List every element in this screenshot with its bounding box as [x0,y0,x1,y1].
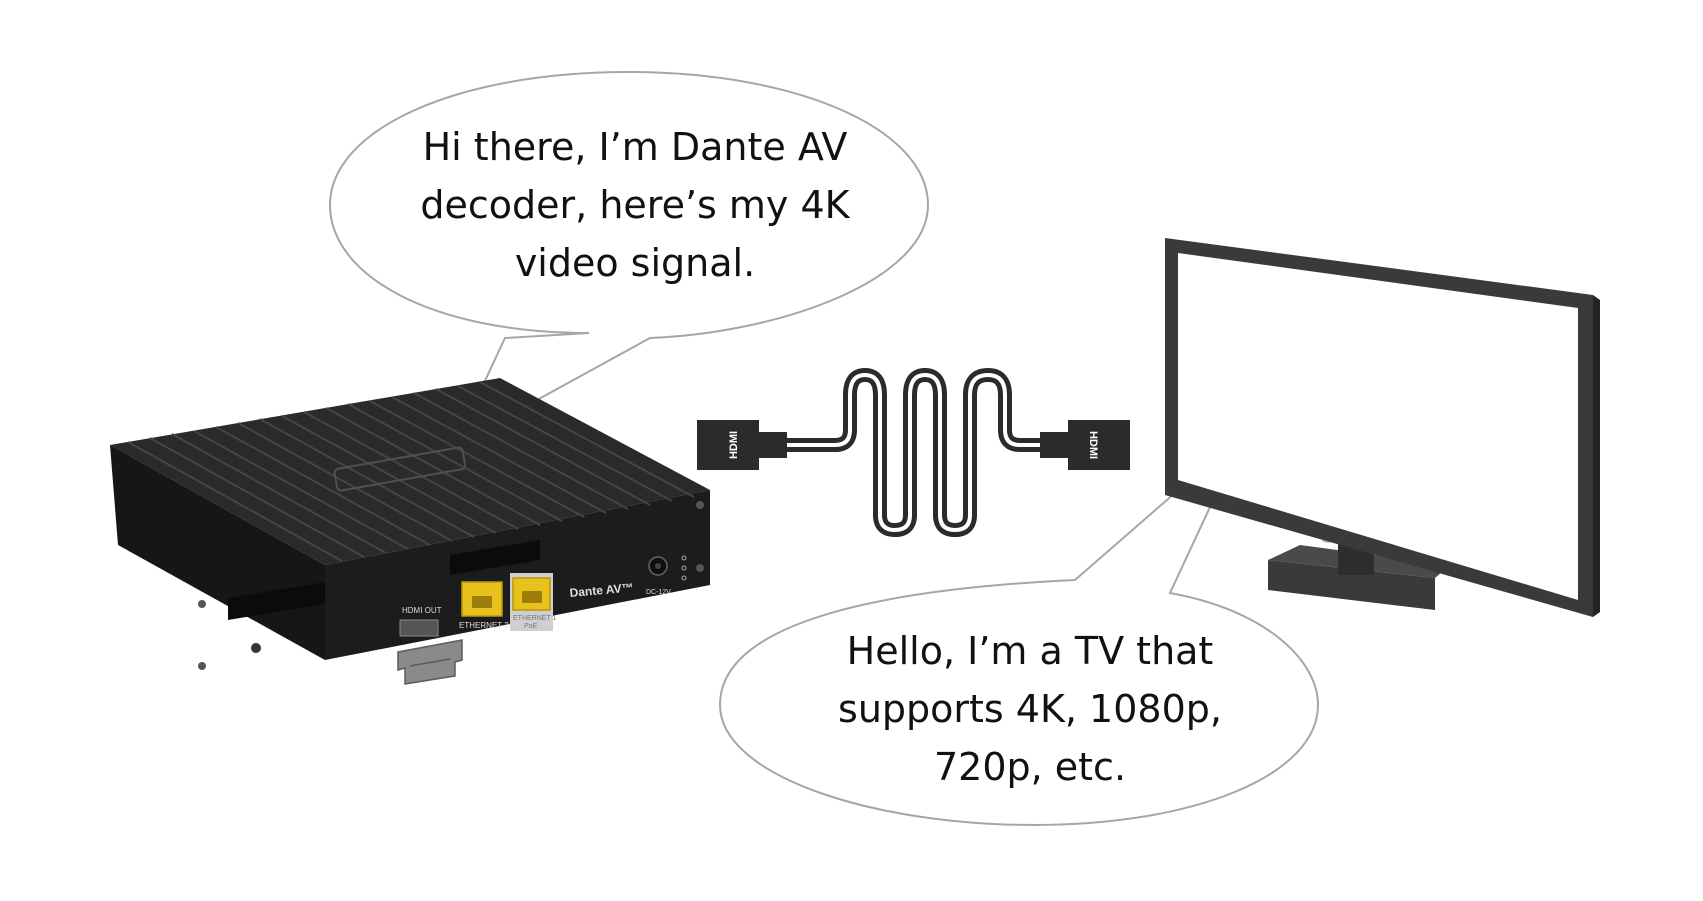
tv-stand-base [1268,560,1435,610]
dc-power-label: DC-12V [646,589,671,596]
decoder-bubble-line-1: Hi there, I’m Dante AV [422,125,848,169]
decoder-bubble-text: Hi there, I’m Dante AV decoder, here’s m… [405,118,865,292]
tv-screen [1178,253,1578,600]
hdmi-out-label: HDMI OUT [402,606,442,615]
power-polarity-icon [681,555,687,581]
hdmi-plug-right-label: HDMI [1087,431,1099,459]
ethernet-1-poe-port: ETHERNET 1 PoE [510,573,557,631]
hdmi-plug-left: HDMI [697,420,787,470]
decoder-logo-emboss [333,446,467,492]
decoder-heatsink-ribs [127,381,695,562]
dc-power-jack: DC-12V [646,555,687,596]
ethernet-1-label: ETHERNET 1 [513,615,557,622]
tv-bubble-line-2: supports 4K, 1080p, [838,687,1222,731]
hdmi-cable-wire [778,368,1047,537]
tv-bubble-line-3: 720p, etc. [933,745,1127,789]
hdmi-lock-clip [397,639,463,685]
tv-bubble-text: Hello, I’m a TV that supports 4K, 1080p,… [800,622,1260,796]
hdmi-plug-right: HDMI [1040,420,1130,470]
decoder-bubble-line-2: decoder, here’s my 4K [420,183,850,227]
ethernet-2-label: ETHERNET 2 [459,621,509,630]
hdmi-cable: HDMI HDMI [697,368,1130,537]
dante-av-brand: Dante AV™ [569,580,634,600]
tv-speech-bubble [718,431,1320,827]
dante-av-decoder: HDMI OUT ETHERNET 2 ETHERNET 1 PoE Dante… [110,378,710,685]
decoder-front-vents [228,540,540,620]
decoder-speech-bubble [328,70,930,448]
ethernet-2-port: ETHERNET 2 [459,581,509,630]
tv-bubble-line-1: Hello, I’m a TV that [846,629,1214,673]
decoder-bubble-line-3: video signal. [514,241,756,285]
poe-label: PoE [524,623,538,630]
television [1165,238,1600,617]
hdmi-out-port: HDMI OUT [399,606,442,637]
hdmi-plug-left-label: HDMI [728,431,740,459]
decoder-screws [198,501,704,670]
